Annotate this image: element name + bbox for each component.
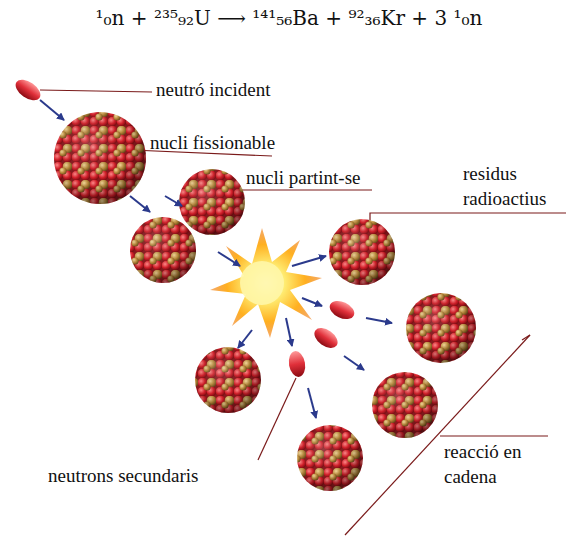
neutrons	[12, 75, 357, 378]
motion-arrows	[40, 100, 392, 418]
nucleus-label: nucli fissionable	[150, 131, 275, 156]
nuclei	[54, 112, 476, 491]
fission-flash	[210, 228, 322, 338]
neutron-label: neutró incident	[156, 78, 271, 103]
chain-reaction-label: reacció en cadena	[444, 440, 548, 489]
secondary-neutron-label: neutrons secundaris	[48, 464, 198, 489]
reaction-equation: ¹₀n + ²³⁵₉₂U ⟶ ¹⁴¹₅₆Ba + ⁹²₃₆Kr + 3 ¹₀n	[0, 6, 578, 30]
splitting-label: nucli partint-se	[246, 166, 361, 191]
residue-label: residus radioactius	[463, 162, 571, 211]
leader-lines	[40, 90, 566, 535]
